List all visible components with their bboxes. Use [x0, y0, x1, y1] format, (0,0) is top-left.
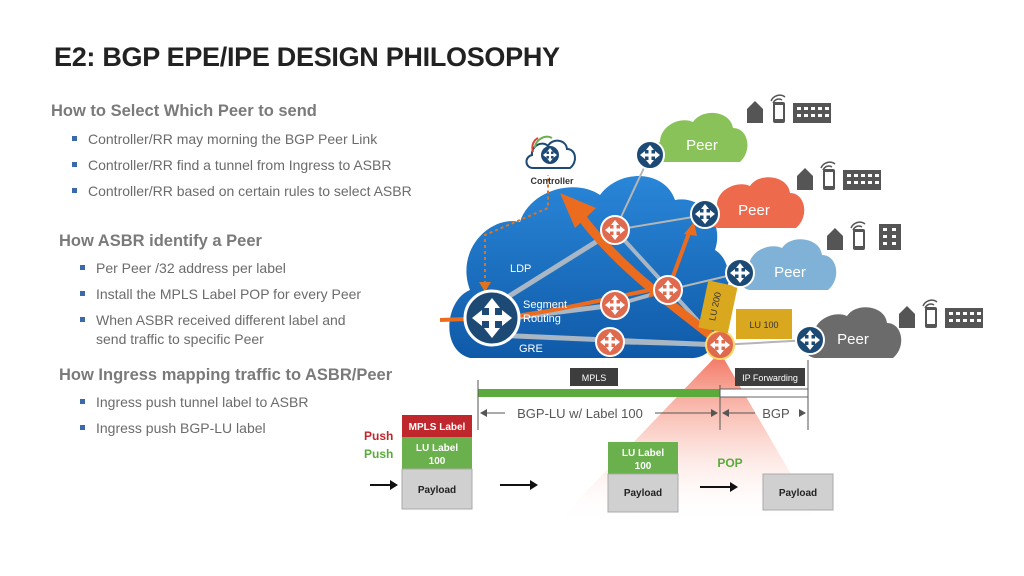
packet-stack-ingress: MPLS Label LU Label 100 Payload [401, 415, 473, 510]
ip-bar-label: IP Forwarding [742, 373, 798, 383]
packet-stack-egress: Payload [762, 473, 834, 511]
bullet-item: Controller/RR based on certain rules to … [72, 182, 412, 201]
bullet-icon [80, 398, 85, 404]
bullet-icon [80, 424, 85, 430]
payload-text: Payload [418, 485, 456, 496]
peer-label: Peer [774, 264, 806, 281]
p-router-icon [600, 215, 630, 245]
peer-router-icon [725, 258, 755, 288]
controller-icon [525, 135, 576, 169]
peer-cloud-1: Peer [651, 112, 748, 162]
mpls-bar-label: MPLS [582, 373, 607, 383]
bullet-item: Ingress push tunnel label to ASBR [80, 393, 308, 412]
packet-stack-transit: LU Label 100 Payload [607, 442, 679, 513]
ingress-router-icon [463, 289, 521, 347]
gre-label: GRE [519, 343, 543, 355]
bgp-span-label: BGP [762, 406, 789, 421]
lu100-tag: LU 100 [736, 309, 792, 339]
controller-label: Controller [530, 176, 573, 186]
span-arrowhead [480, 409, 487, 417]
bgplu-span-label: BGP-LU w/ Label 100 [517, 406, 643, 421]
bullet-text: Ingress push BGP-LU label [96, 420, 266, 436]
flow-arrow [370, 480, 398, 490]
bullet-text: Controller/RR find a tunnel from Ingress… [88, 157, 392, 173]
bullet-item: Controller/RR may morning the BGP Peer L… [72, 130, 377, 149]
controller-dotted-link [484, 175, 549, 290]
p-router-icon [595, 327, 625, 357]
bullet-text: Controller/RR may morning the BGP Peer L… [88, 131, 378, 147]
mpls-label-box: MPLS [570, 368, 618, 386]
peer-router-icon [635, 140, 665, 170]
section-heading-asbr-peer: How ASBR identify a Peer [59, 232, 262, 250]
bullet-icon [80, 264, 85, 270]
payload-text: Payload [624, 488, 662, 499]
peer-link [719, 339, 811, 346]
lu100-label: LU 100 [749, 320, 778, 330]
bullet-item: Per Peer /32 address per label [80, 259, 286, 278]
lu-label-value: 100 [429, 456, 446, 467]
controller-arrowhead [560, 193, 596, 228]
flow-arrow [500, 480, 538, 490]
bullet-text: Per Peer /32 address per label [96, 260, 286, 276]
lu-label-value: 100 [635, 461, 652, 472]
ldp-tunnel-line [493, 227, 617, 308]
mpls-bar [478, 389, 720, 397]
dotted-arrowhead [479, 282, 491, 292]
peer-router-icon [795, 325, 825, 355]
span-arrowhead [711, 409, 718, 417]
bullet-icon [80, 316, 85, 322]
traffic-arrowhead [684, 222, 697, 236]
p-router-icon [600, 290, 630, 320]
ldp-label: LDP [510, 263, 531, 275]
bullet-item: Ingress push BGP-LU label [80, 419, 266, 438]
customer-icons-1 [747, 94, 831, 123]
payload-text: Payload [779, 488, 817, 499]
peer-cloud-2: Peer [707, 177, 805, 228]
lu200-tag: LU 200 [698, 280, 738, 334]
bullet-icon [72, 187, 77, 193]
span-arrowhead [799, 409, 806, 417]
bullet-item: Controller/RR find a tunnel from Ingress… [72, 156, 391, 175]
bullet-text: Install the MPLS Label POP for every Pee… [96, 286, 362, 302]
span-arrowhead [722, 409, 729, 417]
push-mpls-label: Push [364, 429, 393, 443]
pop-label: POP [717, 456, 742, 470]
peer-cloud-3: Peer [739, 239, 837, 290]
bullet-text: When ASBR received different label and s… [96, 312, 346, 347]
peer-cloud-4: Peer [804, 307, 902, 358]
lu-label-text: LU Label [622, 448, 664, 459]
customer-icons-4 [899, 299, 983, 328]
peer-label: Peer [686, 137, 718, 154]
p-router-icon [653, 275, 683, 305]
bullet-item: Install the MPLS Label POP for every Pee… [80, 285, 361, 304]
peer-label: Peer [738, 202, 770, 219]
customer-icons-2 [797, 161, 881, 190]
ip-forwarding-bar [719, 388, 809, 398]
mpls-label-text: MPLS Label [409, 422, 466, 433]
asbr-router-icon [705, 330, 735, 360]
bullet-icon [80, 290, 85, 296]
bullet-icon [72, 135, 77, 141]
peer-label: Peer [837, 331, 869, 348]
peer-router-icon [690, 199, 720, 229]
bullet-item: When ASBR received different label and s… [80, 311, 380, 349]
customer-icons-3 [827, 221, 901, 250]
segment-label: Segment [523, 299, 567, 311]
lu-label-text: LU Label [416, 443, 458, 454]
bullet-text: Controller/RR based on certain rules to … [88, 183, 412, 199]
routing-label: Routing [523, 313, 561, 325]
section-heading-select-peer: How to Select Which Peer to send [51, 102, 317, 120]
controller-arrow [576, 212, 723, 347]
bullet-icon [72, 161, 77, 167]
peer-link [614, 214, 706, 231]
page-title: E2: BGP EPE/IPE DESIGN PHILOSOPHY [54, 42, 560, 72]
section-heading-ingress-mapping: How Ingress mapping traffic to ASBR/Peer [59, 366, 393, 384]
tunnel-line [609, 340, 721, 347]
flow-arrow [700, 482, 738, 492]
bullet-text: Ingress push tunnel label to ASBR [96, 394, 309, 410]
push-lu-label: Push [364, 447, 393, 461]
ip-forwarding-label-box: IP Forwarding [735, 368, 805, 386]
